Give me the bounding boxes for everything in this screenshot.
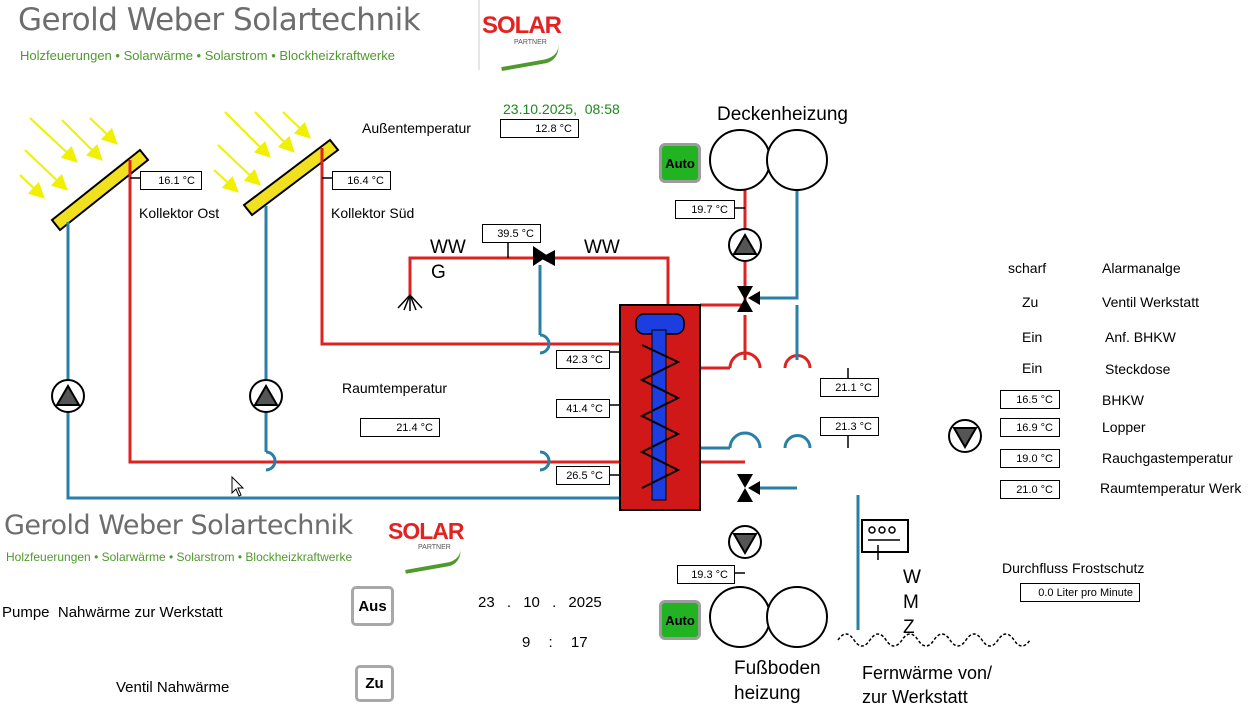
tagline-part: Solarwärme <box>123 48 193 63</box>
ceiling-heating-label: Deckenheizung <box>717 104 848 125</box>
solar-partner-logo: SOLAR PARTNER <box>482 6 568 72</box>
tagline-part: Solarwärme <box>101 550 166 564</box>
collector-east-label: Kollektor Ost <box>139 205 220 221</box>
storage-temp-top: 42.3 °C <box>556 350 610 369</box>
tagline-part: Blockheizkraftwerke <box>279 48 395 63</box>
time-display: 9 : 17 <box>522 634 588 651</box>
collector-south-temp: 16.4 °C <box>332 171 391 190</box>
ground-line <box>837 633 1031 647</box>
timestamp: 23.10.2025, 08:58 <box>503 101 620 117</box>
tagline-part: Solarstrom <box>204 48 268 63</box>
logo-word: SOLAR <box>388 518 464 544</box>
floor-temp: 19.3 °C <box>677 565 735 584</box>
logo-word: SOLAR <box>482 12 562 39</box>
district-label-1: Fernwärme von/ <box>862 663 993 683</box>
valve-icons <box>533 246 760 502</box>
company-name-bottom: Gerold Weber Solartechnik <box>4 510 353 541</box>
floor-heating-label-2: heizung <box>734 683 801 704</box>
time-minute[interactable]: 17 <box>570 634 588 651</box>
temp-bhkw: 16.5 °C <box>1000 390 1060 409</box>
logo-swoosh <box>403 549 463 574</box>
status-value: Zu <box>1022 294 1039 310</box>
sun-rays-east <box>19 117 118 199</box>
storage-temp-bottom: 26.5 °C <box>556 466 610 485</box>
district-temp-a: 21.1 °C <box>820 378 879 397</box>
mouse-cursor-icon <box>231 476 245 497</box>
sun-rays-south <box>213 111 311 193</box>
tagline-part: Holzfeuerungen <box>20 48 112 63</box>
company-name: Gerold Weber Solartechnik <box>18 2 421 38</box>
valve-toggle-button[interactable]: Zu <box>355 665 394 702</box>
room-temp-label: Raumtemperatur <box>342 380 448 396</box>
logo-sub: PARTNER <box>514 39 547 46</box>
date-display: 23 . 10 . 2025 <box>478 594 602 611</box>
status-value: Ein <box>1022 360 1043 376</box>
company-tagline: Holzfeuerungen • Solarwärme • Solarstrom… <box>20 48 395 63</box>
outside-temp-value: 12.8 °C <box>500 119 579 138</box>
temp-lopper: 16.9 °C <box>1000 418 1060 437</box>
ww-left-sub: G <box>431 262 446 283</box>
collector-east-temp: 16.1 °C <box>140 171 202 190</box>
collector-south-label: Kollektor Süd <box>331 205 415 221</box>
date-year[interactable]: 2025 <box>568 594 602 611</box>
temp-label: Raumtemperatur Werk <box>1100 480 1242 496</box>
time-hour[interactable]: 9 <box>522 634 531 651</box>
flow-label: Durchfluss Frostschutz <box>1002 560 1145 576</box>
collector-east-panel <box>50 148 150 232</box>
tagline-part: Blockheizkraftwerke <box>245 550 353 564</box>
flow-value: 0.0 Liter pro Minute <box>1020 583 1140 602</box>
shower-icon <box>397 294 423 311</box>
floor-heating-label-1: Fußboden <box>734 658 821 679</box>
ceiling-temp: 19.7 °C <box>675 200 735 219</box>
room-temp-value: 21.4 °C <box>360 418 440 437</box>
pump-label: Pumpe Nahwärme zur Werkstatt <box>2 604 223 621</box>
status-value: Ein <box>1022 329 1043 345</box>
tagline-part: Solarstrom <box>176 550 235 564</box>
logo-sub: PARTNER <box>418 544 451 551</box>
heat-meter <box>861 519 909 553</box>
company-tagline-bottom: Holzfeuerungen • Solarwärme • Solarstrom… <box>6 550 353 564</box>
temp-label: Lopper <box>1102 419 1146 435</box>
ceiling-auto-button[interactable]: Auto <box>659 143 701 183</box>
temp-label: Rauchgastemperatur <box>1102 450 1233 466</box>
ww-right-label: WW <box>584 237 620 258</box>
wmz-letter-w: W <box>903 567 921 588</box>
ww-mix-temp: 39.5 °C <box>482 224 541 243</box>
wmz-letter-m: M <box>903 592 919 613</box>
status-label: Ventil Werkstatt <box>1102 294 1200 310</box>
wmz-letter-z: Z <box>903 617 915 638</box>
temp-label: BHKW <box>1102 392 1144 408</box>
status-label: Anf. BHKW <box>1105 329 1176 345</box>
floor-auto-button[interactable]: Auto <box>659 600 701 640</box>
status-value: scharf <box>1008 260 1047 276</box>
district-label-2: zur Werkstatt <box>862 687 968 707</box>
temp-room-workshop: 21.0 °C <box>1000 480 1060 499</box>
district-temp-b: 21.3 °C <box>820 417 879 436</box>
logo-swoosh <box>499 44 561 72</box>
status-label: Alarmanalge <box>1102 260 1181 276</box>
date-month[interactable]: 10 <box>523 594 540 611</box>
valve-label: Ventil Nahwärme <box>116 679 230 696</box>
pump-icons <box>51 228 982 559</box>
status-label: Steckdose <box>1105 361 1171 377</box>
temp-flue-gas: 19.0 °C <box>1000 449 1060 468</box>
tagline-part: Holzfeuerungen <box>6 550 91 564</box>
ww-left-label: WW <box>430 237 466 258</box>
date-day[interactable]: 23 <box>478 594 495 611</box>
outside-temp-label: Außentemperatur <box>362 120 471 136</box>
solar-partner-logo-bottom: SOLAR PARTNER <box>388 512 472 574</box>
collector-south-panel <box>242 138 340 217</box>
storage-coil <box>639 344 681 489</box>
storage-temp-mid: 41.4 °C <box>556 399 610 418</box>
pump-toggle-button[interactable]: Aus <box>351 586 394 626</box>
